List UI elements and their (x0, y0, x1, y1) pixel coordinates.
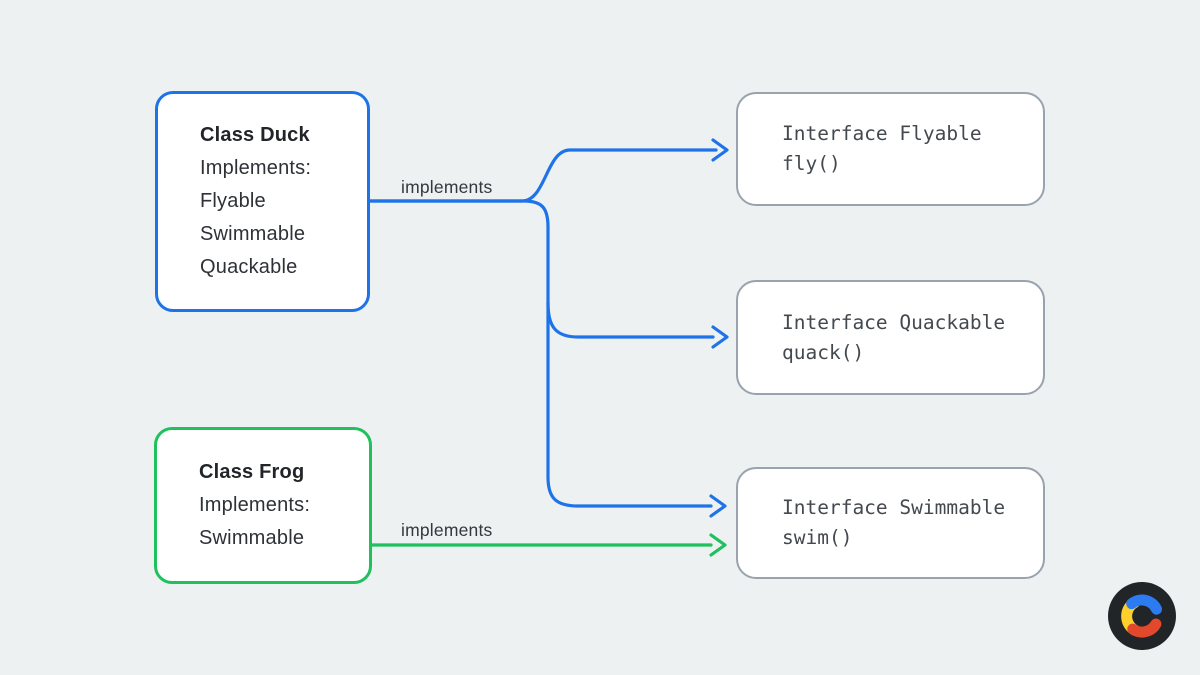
class-duck-line: Implements: (200, 157, 312, 179)
logo-arc-blue (1126, 594, 1162, 615)
class-duck-title: Class Duck (200, 124, 310, 146)
edge-duck-quackable (546, 301, 715, 339)
class-frog-title: Class Frog (199, 461, 305, 483)
edge-duck-swimmable (368, 199, 713, 508)
arrowhead-swimmable-blue-icon (709, 494, 727, 518)
c-brand-logo-icon (1108, 582, 1176, 650)
interface-quackable-name: Interface Quackable (782, 310, 1006, 334)
class-duck-node: Class Duck Implements: Flyable Swimmable… (155, 91, 370, 312)
interface-swimmable-node: Interface Swimmable swim() (736, 467, 1045, 579)
logo-arc-red (1127, 618, 1162, 638)
class-duck-line: Swimmable (200, 223, 306, 245)
interface-quackable-node: Interface Quackable quack() (736, 280, 1045, 395)
interface-flyable-method: fly() (782, 152, 841, 175)
class-frog-line: Swimmable (199, 527, 305, 549)
interface-flyable-node: Interface Flyable fly() (736, 92, 1045, 206)
arrowhead-swimmable-green-icon (709, 533, 727, 557)
class-frog-node: Class Frog Implements: Swimmable (154, 427, 372, 584)
interface-flyable-name: Interface Flyable (782, 122, 982, 145)
interface-quackable-method: quack() (782, 340, 865, 364)
class-frog-line: Implements: (199, 494, 311, 516)
class-duck-line: Flyable (200, 190, 266, 212)
edge-label-frog-implements: implements (401, 520, 493, 540)
logo-circle (1108, 582, 1176, 650)
arrowhead-quackable-icon (711, 325, 729, 349)
interface-swimmable-method: swim() (782, 526, 853, 549)
arrowhead-flyable-icon (711, 138, 729, 162)
interface-swimmable-name: Interface Swimmable (782, 496, 1006, 519)
edge-label-duck-implements: implements (401, 177, 493, 197)
class-duck-line: Quackable (200, 256, 298, 278)
